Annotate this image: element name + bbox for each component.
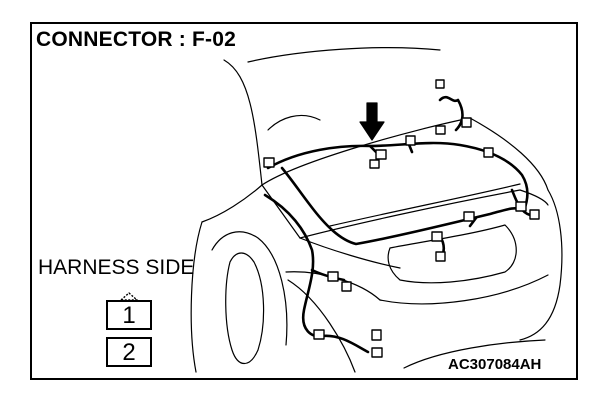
connector-boxes	[263, 79, 540, 358]
connector-pin-1: 1	[106, 300, 152, 330]
harness-side-label: HARNESS SIDE	[38, 256, 195, 279]
figure-code: AC307084AH	[448, 356, 542, 373]
connector-pin-2: 2	[106, 337, 152, 367]
connector-pointer-arrow	[359, 102, 385, 141]
diagram-title: CONNECTOR : F-02	[36, 28, 236, 51]
